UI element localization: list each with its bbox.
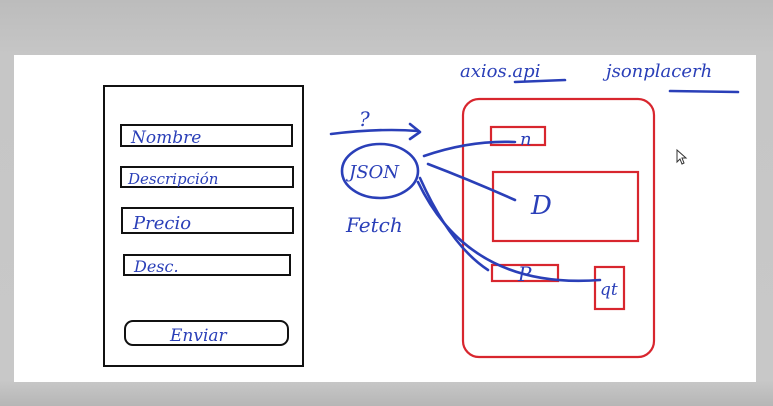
- note-axios: axios.api: [460, 61, 540, 82]
- card-slot-quantity: [593, 265, 626, 311]
- field-precio-box: [121, 207, 294, 234]
- card-slot-quantity-label: qt: [600, 280, 618, 300]
- field-nombre-box: [120, 124, 293, 147]
- card-slot-description-label: D: [530, 191, 552, 221]
- card-slot-description: [491, 170, 640, 243]
- note-jsonplaceholder-underline: [668, 89, 740, 94]
- json-label: JSON: [345, 162, 400, 183]
- note-jsonplaceholder: jsonplacerh: [602, 61, 712, 82]
- card-slot-price-label: P: [517, 262, 532, 286]
- form-outline: [103, 85, 304, 367]
- whiteboard: [14, 55, 756, 382]
- field-desc-box: [123, 254, 291, 276]
- card-slot-name-label: n: [520, 129, 532, 150]
- arrow-json-to-name: [422, 140, 517, 158]
- card-slot-price: [490, 263, 560, 283]
- field-descripcion-label: Descripción: [127, 170, 218, 188]
- field-nombre-label: Nombre: [130, 128, 201, 148]
- field-descripcion-box: [120, 166, 294, 188]
- note-axios-underline: [513, 78, 567, 84]
- fetch-label: Fetch: [345, 213, 403, 237]
- card-outline: [461, 97, 656, 359]
- card-slot-name: [489, 125, 547, 147]
- arrow-json-to-quantity: [416, 180, 602, 283]
- field-precio-label: Precio: [132, 213, 191, 234]
- submit-button-outline: [124, 320, 289, 346]
- form-sketch: Nombre Descripción Precio Desc. Enviar: [103, 85, 304, 367]
- arrow-json-to-price: [418, 176, 490, 272]
- mouse-pointer-icon: [676, 148, 688, 165]
- arrow-json-to-description: [426, 162, 517, 202]
- field-desc-label: Desc.: [133, 257, 179, 276]
- card-sketch: [461, 97, 656, 359]
- json-ellipse: [340, 142, 420, 200]
- arrow-into-json: [329, 128, 420, 136]
- question-mark: ?: [359, 107, 370, 131]
- submit-button-label: Enviar: [169, 326, 228, 346]
- arrow-into-json-head: [408, 122, 422, 141]
